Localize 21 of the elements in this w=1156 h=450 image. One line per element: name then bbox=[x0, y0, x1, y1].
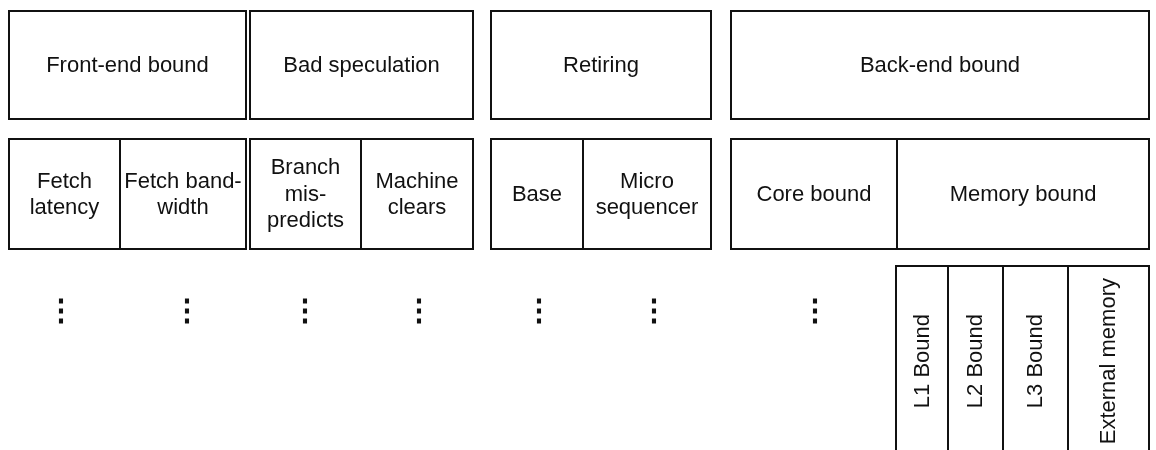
category-box: Back-end bound bbox=[730, 10, 1150, 120]
category-box: Fetch latency bbox=[8, 138, 121, 250]
category-box: Fetch band-width bbox=[119, 138, 247, 250]
category-box: Front-end bound bbox=[8, 10, 247, 120]
category-box: Base bbox=[490, 138, 584, 250]
ellipsis-label: ⋮ bbox=[404, 292, 434, 327]
category-box: Branch mis-predicts bbox=[249, 138, 362, 250]
category-box: Micro sequencer bbox=[582, 138, 712, 250]
ellipsis-label: ⋮ bbox=[172, 292, 202, 327]
category-box: Machine clears bbox=[360, 138, 474, 250]
ellipsis-label: ⋮ bbox=[800, 292, 830, 327]
ellipsis-label: ⋮ bbox=[46, 292, 76, 327]
category-box: Retiring bbox=[490, 10, 712, 120]
ellipsis-label: ⋮ bbox=[290, 292, 320, 327]
ellipsis-label: ⋮ bbox=[639, 292, 669, 327]
category-box: External memory bbox=[1067, 265, 1150, 450]
ellipsis-label: ⋮ bbox=[524, 292, 554, 327]
category-box: Bad speculation bbox=[249, 10, 474, 120]
category-box: L1 Bound bbox=[895, 265, 949, 450]
category-box: Memory bound bbox=[896, 138, 1150, 250]
category-box: Core bound bbox=[730, 138, 898, 250]
